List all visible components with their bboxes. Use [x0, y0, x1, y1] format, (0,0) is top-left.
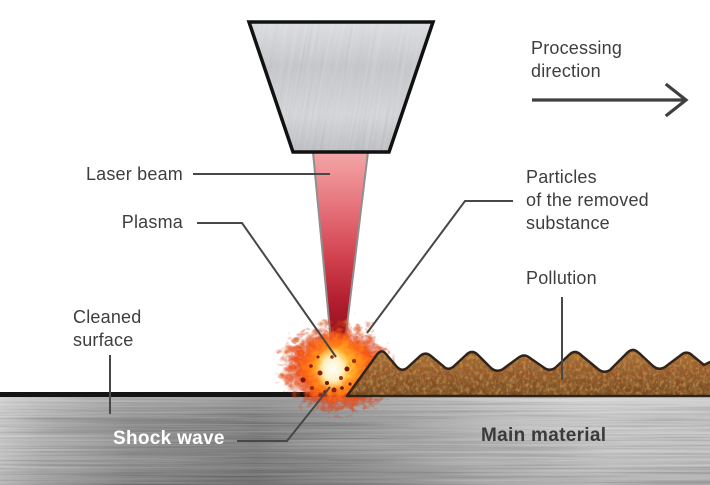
laser-beam-label: Laser beam: [85, 164, 183, 184]
cleaned-surface-label: Cleaned surface: [73, 307, 142, 350]
pollution-layer: [345, 348, 710, 398]
processing-direction-label: Processing direction: [531, 38, 623, 81]
removed-particles: [300, 355, 356, 394]
laser-beam-shape: [312, 151, 369, 343]
leader-lines: [109, 173, 563, 442]
shock-wave-leader-line: [237, 386, 331, 442]
main-material-label: Main material: [481, 425, 607, 446]
processing-direction-arrow-icon: [532, 82, 689, 118]
plasma-label: Plasma: [121, 212, 183, 232]
plasma-leader-line: [197, 222, 337, 358]
pollution-label: Pollution: [526, 268, 597, 288]
particles-label: Particles of the removed substance: [526, 167, 649, 233]
plasma-sparks: [280, 320, 370, 386]
main-material-surface: [0, 392, 710, 485]
shock-wave-label: Shock wave: [113, 428, 225, 449]
particles-leader-line: [366, 200, 513, 334]
